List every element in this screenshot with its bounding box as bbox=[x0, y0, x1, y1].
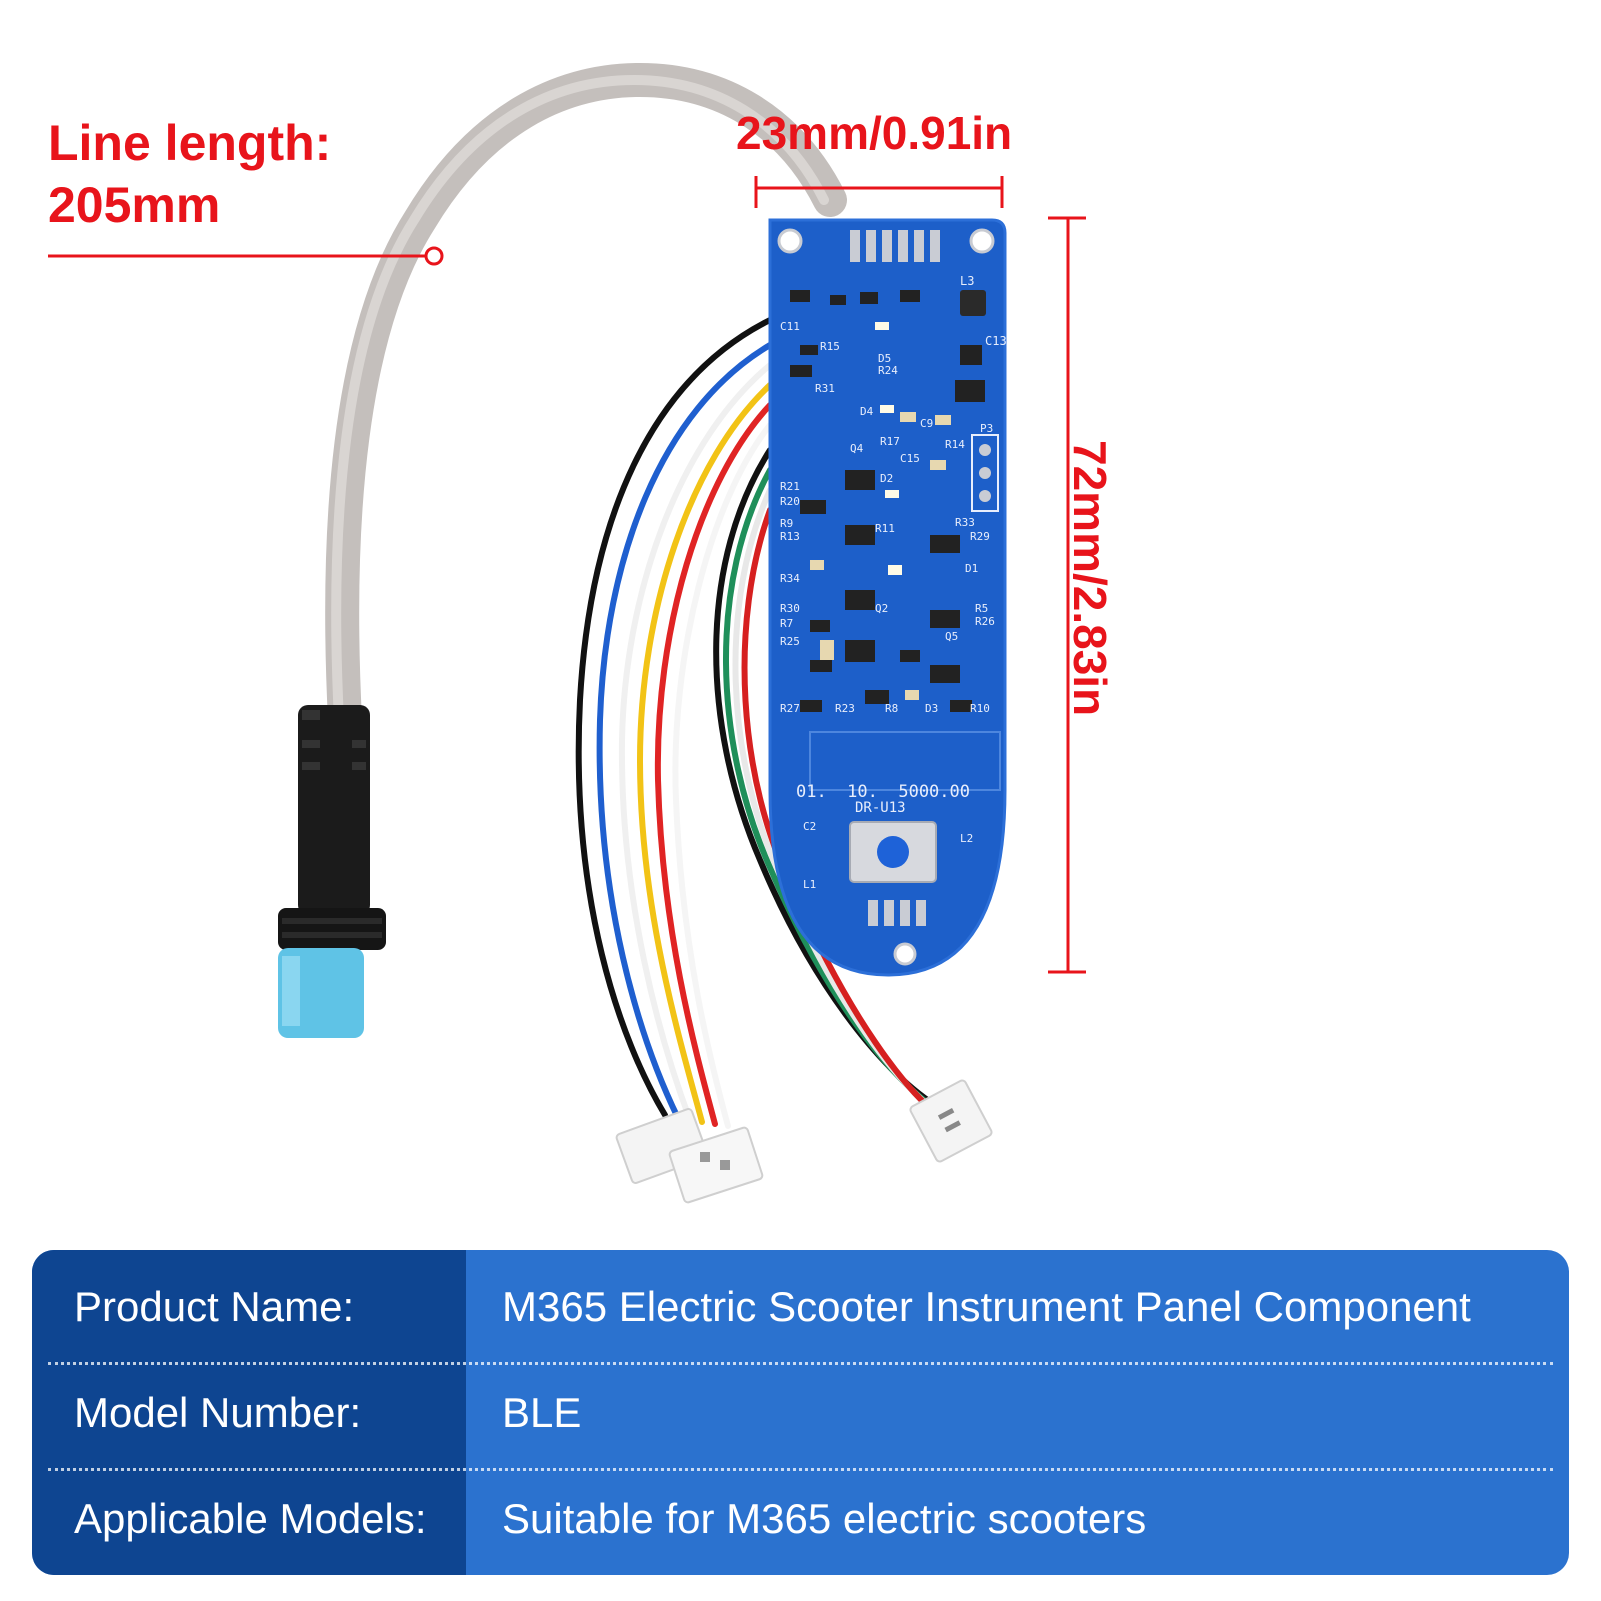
pcb-label-r31: R31 bbox=[815, 382, 835, 395]
pcb-label-r8: R8 bbox=[885, 702, 898, 715]
spec-table: Product Name: M365 Electric Scooter Inst… bbox=[32, 1250, 1569, 1575]
jst-plug-right bbox=[909, 1079, 993, 1163]
pcb-label-c15: C15 bbox=[900, 452, 920, 465]
pcb-label-r7: R30 bbox=[780, 602, 800, 615]
pcb-label-p3: P3 bbox=[980, 422, 993, 435]
pcb-label-r11: R13 bbox=[780, 530, 800, 543]
pcb-label-c3: R25 bbox=[780, 635, 800, 648]
line-length-label: Line length: bbox=[48, 115, 332, 171]
spec-row-product-name: Product Name: M365 Electric Scooter Inst… bbox=[32, 1258, 1569, 1356]
pcb-label-r28: Q5 bbox=[945, 630, 958, 643]
jst-plug-left bbox=[615, 1108, 764, 1204]
spec-key: Applicable Models: bbox=[74, 1495, 427, 1542]
line-length-value: 205mm bbox=[48, 177, 221, 233]
pcb-label-d3: D3 bbox=[925, 702, 938, 715]
pcb-label-r6: R7 bbox=[780, 617, 793, 630]
pcb-label-l1: L1 bbox=[803, 878, 816, 891]
pcb-label-r13: R9 bbox=[780, 517, 793, 530]
pcb-label-q4: Q4 bbox=[850, 442, 864, 455]
spec-key: Model Number: bbox=[74, 1389, 362, 1436]
row-divider bbox=[48, 1468, 1553, 1471]
pcb-label-d2: D2 bbox=[880, 472, 893, 485]
spec-row-model-number: Model Number: BLE bbox=[32, 1364, 1569, 1462]
spec-value: Suitable for M365 electric scooters bbox=[502, 1495, 1147, 1542]
pcb-label-r15: R15 bbox=[820, 340, 840, 353]
pcb-label-c2: C2 bbox=[803, 820, 816, 833]
pcb-chip-label: DR-U13 bbox=[855, 800, 906, 816]
row-divider bbox=[48, 1362, 1553, 1365]
pcb-label-l3: L3 bbox=[960, 274, 974, 288]
pcb-label-r20: R20 bbox=[780, 495, 800, 508]
pcb-label-d4: D4 bbox=[860, 405, 874, 418]
pcb-label-r25: R26 bbox=[975, 615, 995, 628]
pcb-label-r33: R11 bbox=[875, 522, 895, 535]
pcb-label-r21: R21 bbox=[780, 480, 800, 493]
spec-value: M365 Electric Scooter Instrument Panel C… bbox=[502, 1283, 1471, 1330]
height-dimension-line bbox=[1048, 216, 1086, 974]
pcb-label-r29: R33 bbox=[955, 516, 975, 529]
pcb-label-r27: R27 bbox=[780, 702, 800, 715]
height-dimension-label: 72mm/2.83in bbox=[1064, 440, 1116, 717]
spec-row-applicable-models: Applicable Models: Suitable for M365 ele… bbox=[32, 1470, 1569, 1568]
pcb-label-r34: D1 bbox=[965, 562, 978, 575]
pcb-label-r23: R23 bbox=[835, 702, 855, 715]
pcb-label-c9: C9 bbox=[920, 417, 933, 430]
wire-bundle-left bbox=[575, 317, 773, 1129]
pcb-label-c13: C13 bbox=[985, 334, 1007, 348]
pcb-board: L3 C13 C11 R15 D5 R24 R31 D4 C9 P3 R17 R… bbox=[768, 218, 1007, 977]
pcb-label-c10: R34 bbox=[780, 572, 800, 585]
pcb-label-d5: D5 bbox=[878, 352, 891, 365]
pcb-label-r10: R10 bbox=[970, 702, 990, 715]
spec-key: Product Name: bbox=[74, 1283, 355, 1330]
spec-value: BLE bbox=[502, 1389, 582, 1436]
pcb-label-c11: C11 bbox=[780, 320, 800, 333]
width-dimension-line bbox=[754, 176, 1004, 208]
spec-key-column bbox=[32, 1250, 466, 1575]
pcb-label-r5: Q2 bbox=[875, 602, 888, 615]
width-dimension-label: 23mm/0.91in bbox=[736, 107, 1013, 159]
pcb-label-r24: R24 bbox=[878, 364, 898, 377]
pcb-label-l2: L2 bbox=[960, 832, 973, 845]
pcb-readout: 01. 10. 5000.00 bbox=[796, 782, 970, 802]
pcb-label-r14: R14 bbox=[945, 438, 965, 451]
pcb-label-r17: R17 bbox=[880, 435, 900, 448]
cable-connector bbox=[278, 705, 386, 1038]
pcb-label-c16: R29 bbox=[970, 530, 990, 543]
pcb-label-r26: R5 bbox=[975, 602, 988, 615]
line-length-pointer bbox=[48, 246, 444, 266]
